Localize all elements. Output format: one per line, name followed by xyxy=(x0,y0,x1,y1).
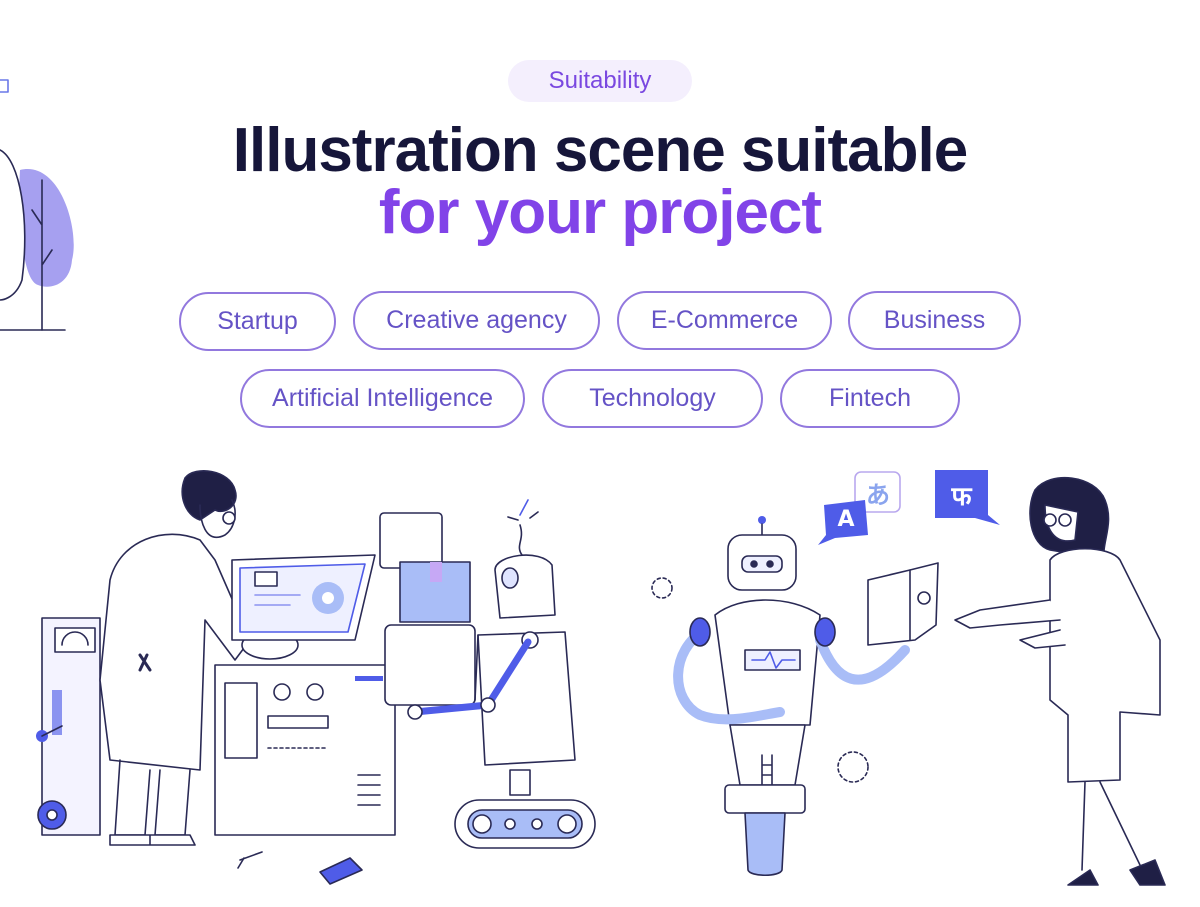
japanese-bubble-letter: あ xyxy=(866,480,890,509)
tag-creative-agency[interactable]: Creative agency xyxy=(353,291,600,350)
headline-line-1: Illustration scene suitable xyxy=(232,116,968,185)
tag-fintech[interactable]: Fintech xyxy=(780,369,960,428)
packages xyxy=(379,512,476,706)
woman-figure xyxy=(954,476,1166,886)
tag-business[interactable]: Business xyxy=(848,291,1021,350)
tag-technology[interactable]: Technology xyxy=(542,369,763,428)
computer-desk xyxy=(214,554,396,885)
tag-artificial-intelligence[interactable]: Artificial Intelligence xyxy=(240,369,525,428)
tree-illustration xyxy=(0,79,74,331)
robot-assistant-left xyxy=(407,499,596,849)
robot-translator xyxy=(651,516,939,877)
translation-bubbles xyxy=(818,470,1000,545)
section-badge: Suitability xyxy=(508,60,692,102)
latin-bubble-letter: A xyxy=(837,506,855,532)
headline-line-2: for your project xyxy=(378,178,822,247)
hindi-bubble-letter: फ xyxy=(951,482,972,512)
tag-e-commerce[interactable]: E-Commerce xyxy=(617,291,832,350)
control-machine xyxy=(36,617,101,836)
scientist-figure xyxy=(99,470,299,846)
tag-startup[interactable]: Startup xyxy=(179,292,336,351)
